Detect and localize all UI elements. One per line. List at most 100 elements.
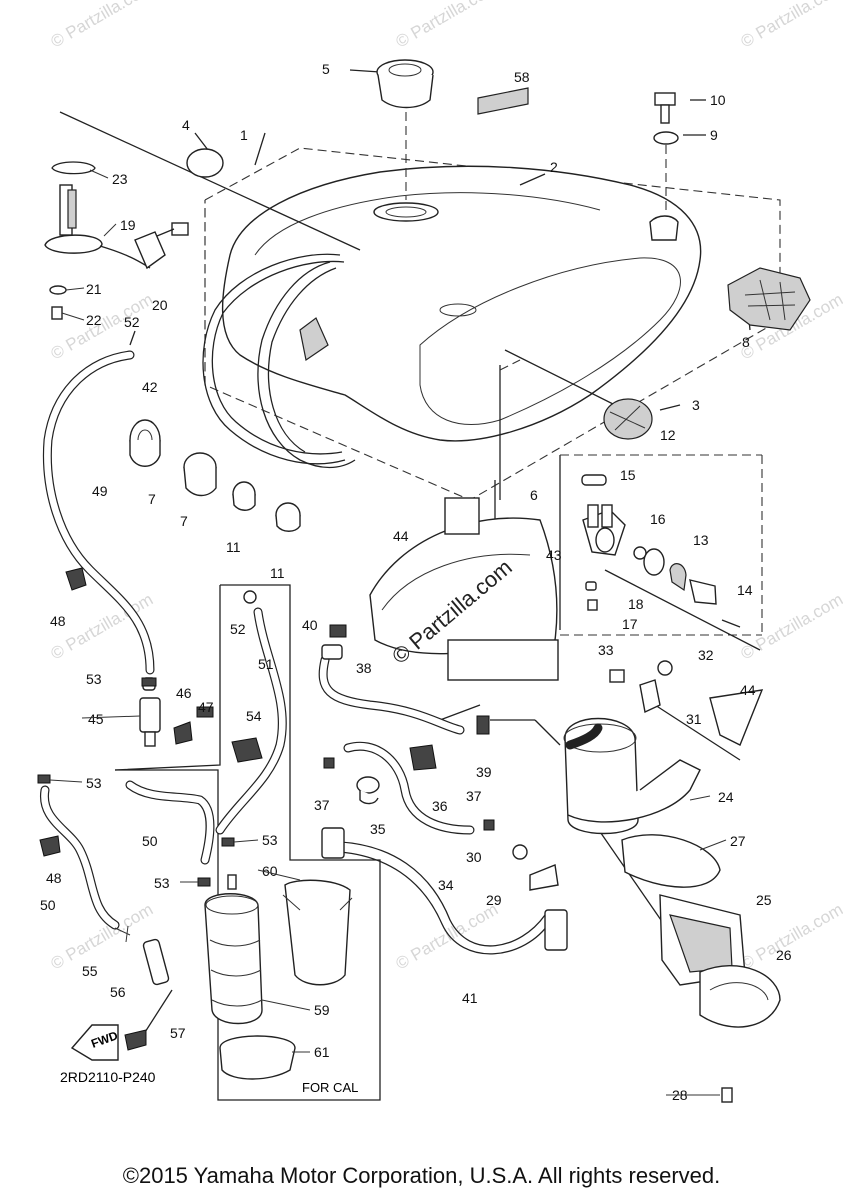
callout-number: 34 [438,877,454,893]
callout-number: 39 [476,764,492,780]
callout-number: 9 [710,127,718,143]
callout-number: 25 [756,892,772,908]
callout-number: 36 [432,798,448,814]
callout-number: 5 [322,61,330,77]
callout-number: 24 [718,789,734,805]
callout-number: 7 [148,491,156,507]
dampers [129,419,301,532]
callout-number: 16 [650,511,666,527]
warning-label-44 [709,689,764,746]
forward-arrow: FWD [70,1024,120,1061]
callout-number: 4 [182,117,190,133]
callout-leaders [49,169,727,1096]
callout-number: 53 [262,832,278,848]
callout-number: 12 [660,427,676,443]
breather-hose-50 [125,780,215,865]
callout-number: 53 [154,875,170,891]
fuel-tank [221,165,702,442]
callout-number: 30 [466,849,482,865]
callout-number: 44 [740,682,756,698]
callout-number: 7 [180,513,188,529]
callout-number: 51 [258,656,274,672]
callout-number: 44 [393,528,409,544]
callout-number: 14 [737,582,753,598]
small-fittings [323,624,559,891]
clamp-54 [231,737,263,763]
callout-number: 11 [270,565,285,581]
callout-number: 29 [486,892,502,908]
callout-number: 33 [598,642,614,658]
caution-label [477,87,529,115]
breather-hose-51 [215,590,287,835]
callout-number: 48 [50,613,66,629]
callout-number: 15 [620,467,636,483]
watermark: © Partzilla.com [393,0,502,51]
watermark: © Partzilla.com [393,900,502,974]
callout-number: 2 [550,159,558,175]
callout-number: 35 [370,821,386,837]
callout-number: 56 [110,984,126,1000]
callout-number: 23 [112,171,128,187]
fuel-hose-50 [37,774,120,930]
callout-number: 41 [462,990,478,1006]
rubber-grommet [186,148,224,178]
fuel-tank-cap [376,59,434,109]
callout-number: 37 [314,797,330,813]
charcoal-canister [204,874,353,1080]
callout-number: 8 [742,334,750,350]
heat-shield [369,497,559,681]
callout-number: 3 [692,397,700,413]
callout-number: 61 [314,1044,330,1060]
callout-number: 22 [86,312,102,328]
callout-number: 60 [262,863,278,879]
pump-internals [621,834,781,1103]
fuel-pump-assembly [563,660,701,835]
callout-number: 17 [622,616,638,632]
callout-number: 52 [124,314,140,330]
callout-number: 20 [152,297,168,313]
callout-number: 50 [40,897,56,913]
side-bracket [727,267,811,331]
callout-number: 50 [142,833,158,849]
watermark: © Partzilla.com [48,0,157,51]
callout-number: 13 [693,532,709,548]
fuel-hose-38 [318,644,465,735]
callout-number: 49 [92,483,108,499]
callout-number: 53 [86,775,102,791]
callout-number: 10 [710,92,726,108]
callout-number: 32 [698,647,714,663]
callout-number: 18 [628,596,644,612]
valve-and-wire [114,925,173,1051]
watermark: © Partzilla.com [48,290,157,364]
callout-number: 57 [170,1025,186,1041]
fuel-cock-assembly [581,474,741,628]
copyright-notice: ©2015 Yamaha Motor Corporation, U.S.A. A… [122,1163,721,1188]
breather-hose-42 [202,253,356,469]
fuel-hose-41 [321,827,568,955]
callout-numbers: 1 2 3 4 5 6 7 7 8 9 10 11 11 12 13 14 15… [40,61,792,1103]
callout-number: 52 [230,621,246,637]
bolt-and-washer [653,92,679,145]
callout-number: 21 [86,281,102,297]
callout-number: 38 [356,660,372,676]
callout-number: 43 [546,547,562,563]
watermark: © Partzilla.com [738,0,843,51]
callout-number: 6 [530,487,538,503]
callout-number: 46 [176,685,192,701]
fuel-hose-49 [42,350,155,675]
callout-number: 11 [226,539,241,555]
callout-number: 53 [86,671,102,687]
for-cal-label: FOR CAL [302,1080,358,1095]
callout-number: 37 [466,788,482,804]
callout-number: 59 [314,1002,330,1018]
watermark: © Partzilla.com [738,590,843,664]
callout-number: 1 [240,127,248,143]
callout-number: 54 [246,708,262,724]
callout-number: 42 [142,379,158,395]
callout-number: 55 [82,963,98,979]
callout-number: 19 [120,217,136,233]
callout-number: 31 [686,711,702,727]
callout-number: 47 [198,699,214,715]
callout-number: 48 [46,870,62,886]
callout-number: 27 [730,833,746,849]
